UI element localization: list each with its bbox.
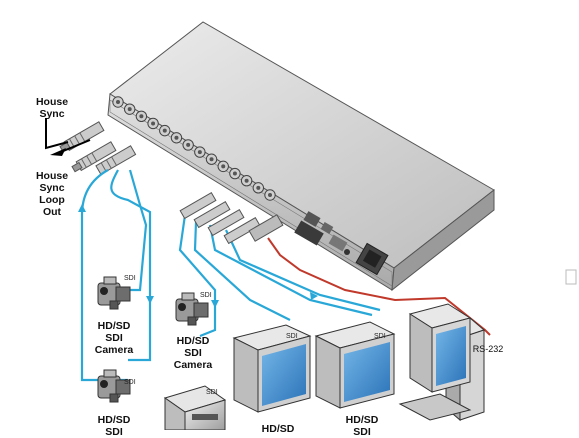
label-line: HD/SD [345,414,379,426]
label-rs232: RS-232 [468,343,508,355]
edge-marker [565,269,577,285]
power-inlet [344,242,389,276]
bnc-connector-pin [139,114,144,119]
label-line: SDI [105,426,123,438]
sdi-tag-camera-2: SDI [200,292,212,299]
house-sync-connectors [59,121,137,176]
label-house-sync-loop-out: House Sync Loop Out [30,170,74,218]
label-monitor-1: HD/SD [254,423,302,435]
bnc-connector-pin [197,150,202,155]
monitor-1 [232,324,312,413]
sdi-tag-recorder: SDI [206,389,218,396]
sdi-tags: SDI SDI SDI SDI SDI SDI [124,275,386,396]
label-line: Camera [173,359,213,371]
bnc-connector-pin [162,128,167,133]
sdi-cables [80,169,381,382]
house-sync-arrows [45,118,91,156]
label-camera-2: HD/SD SDI Camera [165,335,221,371]
label-line: House [35,170,69,182]
label-line: Camera [94,344,134,356]
bnc-connectors [112,96,276,201]
label-camera-3: HD/SD SDI [86,414,142,438]
label-line: Loop [39,194,65,206]
label-line: SDI [184,347,202,359]
label-line: HD/SD [97,414,131,426]
label-line: Out [42,206,62,218]
sdi-tag-monitor-2: SDI [374,333,386,340]
label-line: HD/SD [97,320,131,332]
label-line: HD/SD [261,423,295,435]
label-monitor-2: HD/SD SDI [336,414,388,438]
label-line: HD/SD [176,335,210,347]
camera-3 [97,369,131,403]
monitor-2 [314,321,396,409]
switcher-unit [107,21,495,292]
recorder-device [163,385,227,431]
label-line: SDI [105,332,123,344]
label-house-sync: House Sync [30,96,74,120]
bnc-connector-pin [256,185,261,190]
label-line: House [35,96,69,108]
camera-1 [97,276,131,310]
label-line: SDI [353,426,371,438]
bnc-connector-pin [209,157,214,162]
bnc-connector-pin [116,100,120,104]
output-connectors [179,191,284,245]
sdi-tag-camera-1: SDI [124,275,136,282]
bnc-connector-pin [174,135,179,140]
bnc-connector-pin [244,178,249,183]
label-line: Sync [39,108,65,120]
cable-arrows [78,204,318,308]
computer [398,303,485,422]
bnc-connector-pin [268,193,272,197]
control-ports [294,211,348,252]
label-line: Sync [39,182,65,194]
sdi-tag-camera-3: SDI [124,379,136,386]
bnc-connector-pin [232,171,237,176]
bnc-connector-pin [221,164,226,169]
bnc-connector-pin [186,142,191,147]
camera-2 [175,292,209,326]
bnc-connector-pin [127,107,132,112]
bnc-connector-pin [151,121,156,126]
label-camera-1: HD/SD SDI Camera [86,320,142,356]
label-line: RS-232 [472,344,504,354]
sdi-tag-monitor-1: SDI [286,333,298,340]
